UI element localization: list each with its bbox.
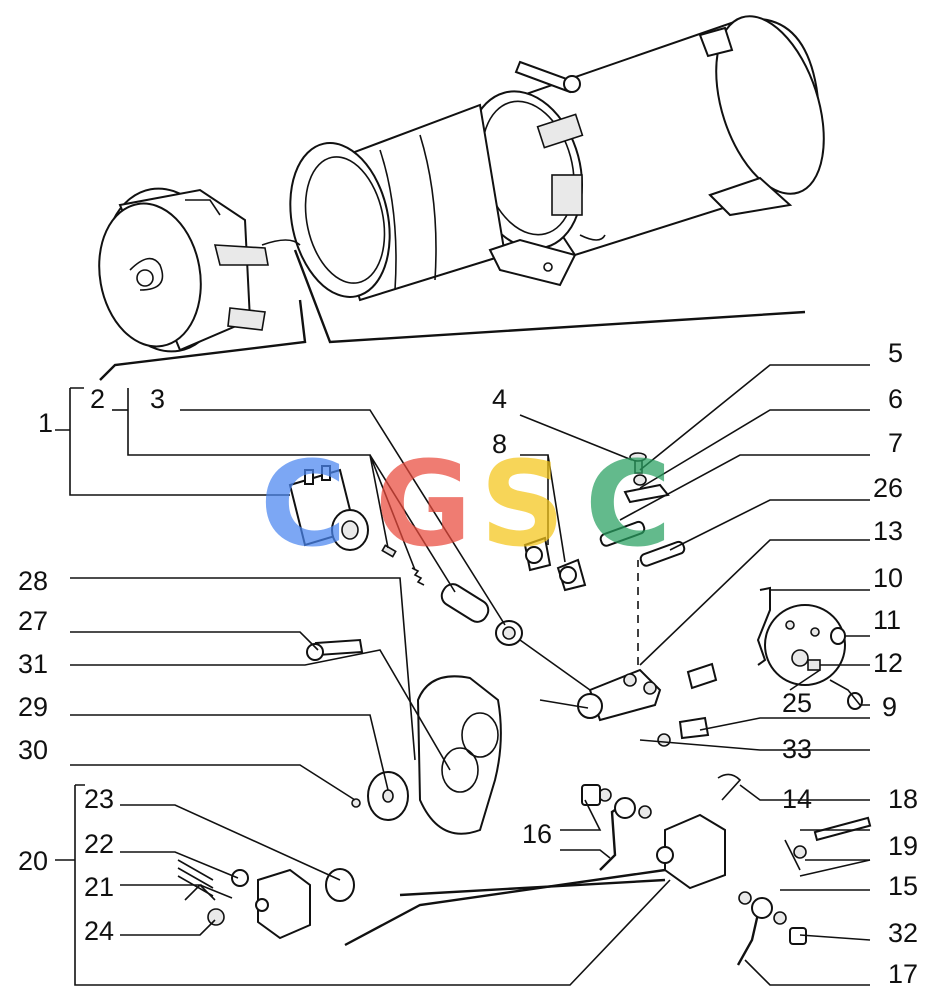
label-24: 24 xyxy=(84,916,114,946)
label-32: 32 xyxy=(888,918,918,948)
label-16: 16 xyxy=(522,819,552,849)
solenoid-bracket xyxy=(686,586,863,710)
label-22: 22 xyxy=(84,829,114,859)
label-1: 1 xyxy=(38,408,53,438)
label-15: 15 xyxy=(888,871,918,901)
nozzle-parts xyxy=(523,452,686,592)
label-7: 7 xyxy=(888,428,903,458)
label-12: 12 xyxy=(873,648,903,678)
watermark: C G S C xyxy=(260,435,672,573)
valve-coil xyxy=(288,465,369,551)
label-20: 20 xyxy=(18,846,48,876)
label-27: 27 xyxy=(18,606,48,636)
leader-lines xyxy=(55,364,871,986)
small-pins xyxy=(381,544,523,646)
label-29: 29 xyxy=(18,692,48,722)
label-23: 23 xyxy=(84,784,114,814)
label-8: 8 xyxy=(492,429,507,459)
label-21: 21 xyxy=(84,872,114,902)
label-31: 31 xyxy=(18,649,48,679)
heater-body-assembly xyxy=(98,15,825,381)
label-10: 10 xyxy=(873,563,903,593)
label-11: 11 xyxy=(873,605,901,635)
label-3: 3 xyxy=(150,384,165,414)
fuel-pump xyxy=(177,813,726,940)
label-4: 4 xyxy=(492,384,507,414)
label-9: 9 xyxy=(882,692,897,722)
label-26: 26 xyxy=(873,473,903,503)
label-14: 14 xyxy=(782,784,812,814)
watermark-letter-1: C xyxy=(260,435,347,573)
label-25: 25 xyxy=(782,688,812,718)
label-6: 6 xyxy=(888,384,903,414)
label-2: 2 xyxy=(90,384,105,414)
label-33: 33 xyxy=(782,734,812,764)
fuel-pump-gasket xyxy=(306,638,502,835)
part-labels: 1 2 3 4 5 6 7 8 26 13 10 11 12 25 9 28 2… xyxy=(18,338,918,989)
label-13: 13 xyxy=(873,516,903,546)
watermark-letter-4: C xyxy=(585,435,672,573)
fuel-lines xyxy=(581,716,872,966)
pump-housing-small xyxy=(577,560,662,722)
label-18: 18 xyxy=(888,784,918,814)
watermark-letter-3: S xyxy=(480,435,565,573)
watermark-letter-2: G xyxy=(375,435,472,573)
label-5: 5 xyxy=(888,338,903,368)
label-17: 17 xyxy=(888,959,918,989)
label-30: 30 xyxy=(18,735,48,765)
label-28: 28 xyxy=(18,566,48,596)
label-19: 19 xyxy=(888,831,918,861)
